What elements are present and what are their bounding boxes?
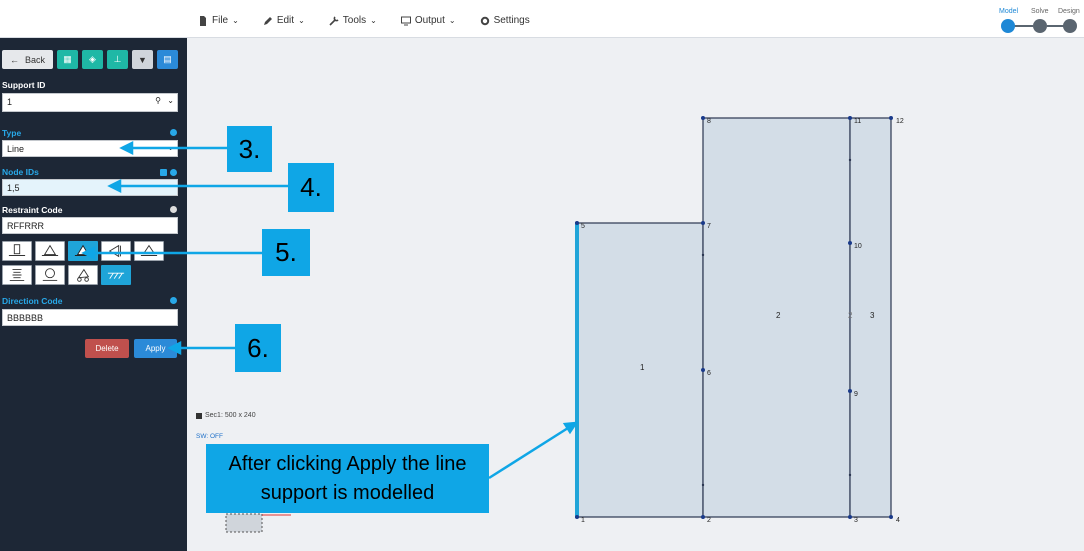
pinned-support-icon[interactable] xyxy=(35,241,65,261)
restraint-presets-row-1 xyxy=(2,241,164,261)
search-icon: ⚲ xyxy=(155,96,161,105)
back-button[interactable]: ← Back xyxy=(2,50,53,69)
menu-settings[interactable]: Settings xyxy=(480,15,530,26)
filter-icon[interactable]: ▼ xyxy=(132,50,153,69)
node-ids-label: Node IDs xyxy=(2,167,39,177)
tag-icon[interactable]: ◈ xyxy=(82,50,103,69)
monitor-icon xyxy=(400,16,411,25)
spring-support-icon[interactable] xyxy=(2,265,32,285)
menu-output[interactable]: Output⌄ xyxy=(400,15,456,26)
top-bar: File⌄ Edit⌄ Tools⌄ Output⌄ Settings Mode… xyxy=(0,0,1084,38)
menu-tools[interactable]: Tools⌄ xyxy=(329,15,377,26)
step-connector xyxy=(1047,25,1065,27)
info-icon[interactable] xyxy=(170,297,177,304)
fixed-support-icon[interactable] xyxy=(2,241,32,261)
roller-y-support-icon[interactable] xyxy=(134,241,164,261)
table-icon[interactable]: ▤ xyxy=(157,50,178,69)
restraint-code-input[interactable]: RFFRRR xyxy=(2,217,178,234)
apply-button[interactable]: Apply xyxy=(134,339,177,358)
callout-step-6: 6. xyxy=(235,324,281,372)
main-menu: File⌄ Edit⌄ Tools⌄ Output⌄ Settings xyxy=(198,15,530,26)
chevron-down-icon: ⌄ xyxy=(298,16,305,25)
chevron-down-icon: ⌄ xyxy=(448,16,456,25)
arrow-left-icon: ← xyxy=(9,54,19,65)
gear-icon xyxy=(480,16,489,25)
pinned-support-active-icon[interactable] xyxy=(68,241,98,261)
direction-code-input[interactable]: BBBBBB xyxy=(2,309,178,326)
roller-x-support-icon[interactable] xyxy=(101,241,131,261)
workflow-steps: Model Solve Design xyxy=(996,8,1084,36)
support-id-label: Support ID xyxy=(2,80,46,90)
support-id-select[interactable]: 1 ⚲ ⌄ xyxy=(2,93,178,112)
info-icon[interactable] xyxy=(170,206,177,213)
pencil-icon xyxy=(263,16,272,25)
chevron-down-icon: ⌄ xyxy=(167,96,174,105)
sidebar-toolbar: ← Back ▦ ◈ ⊥ ▼ ▤ xyxy=(2,50,178,69)
step-solve-icon[interactable] xyxy=(1033,19,1047,33)
callout-step-3: 3. xyxy=(227,126,272,172)
restraint-presets-row-2 xyxy=(2,265,131,285)
file-icon xyxy=(200,15,206,26)
delete-button[interactable]: Delete xyxy=(85,339,129,358)
support-sidebar: ← Back ▦ ◈ ⊥ ▼ ▤ Support ID 1 ⚲ ⌄ Type L… xyxy=(0,38,187,551)
step-design-label: Design xyxy=(1058,8,1080,15)
info-icon[interactable] xyxy=(170,129,177,136)
select-nodes-icon[interactable] xyxy=(160,169,167,176)
chevron-down-icon: ⌄ xyxy=(167,143,174,152)
self-weight-status: SW: OFF xyxy=(196,433,223,440)
step-solve-label: Solve xyxy=(1031,8,1049,15)
line-support-icon[interactable] xyxy=(101,265,131,285)
menu-file[interactable]: File⌄ xyxy=(198,15,239,26)
step-model-label: Model xyxy=(999,8,1019,15)
step-connector xyxy=(1013,25,1033,27)
info-icon[interactable] xyxy=(170,169,177,176)
direction-code-label: Direction Code xyxy=(2,296,63,306)
skewed-roller-icon[interactable] xyxy=(68,265,98,285)
chevron-down-icon: ⌄ xyxy=(232,16,239,25)
step-design-icon[interactable] xyxy=(1063,19,1077,33)
section-legend: Sec1: 500 x 240 xyxy=(196,412,256,419)
calculator-icon[interactable]: ▦ xyxy=(57,50,78,69)
section-swatch-icon xyxy=(196,412,202,419)
rotational-spring-icon[interactable] xyxy=(35,265,65,285)
chevron-down-icon: ⌄ xyxy=(370,16,377,25)
node-ids-input[interactable]: 1,5 xyxy=(2,179,178,196)
type-select[interactable]: Line ⌄ xyxy=(2,140,178,157)
type-label: Type xyxy=(2,128,22,138)
step-model-icon[interactable] xyxy=(1001,19,1015,33)
restraint-code-label: Restraint Code xyxy=(2,205,63,215)
menu-edit[interactable]: Edit⌄ xyxy=(263,15,305,26)
wrench-icon xyxy=(329,15,339,26)
model-canvas[interactable]: Sec1: 500 x 240 SW: OFF xyxy=(187,38,1084,551)
callout-note: After clicking Apply the line support is… xyxy=(206,444,489,513)
callout-step-5: 5. xyxy=(262,229,310,276)
support-icon[interactable]: ⊥ xyxy=(107,50,128,69)
callout-step-4: 4. xyxy=(288,163,334,212)
